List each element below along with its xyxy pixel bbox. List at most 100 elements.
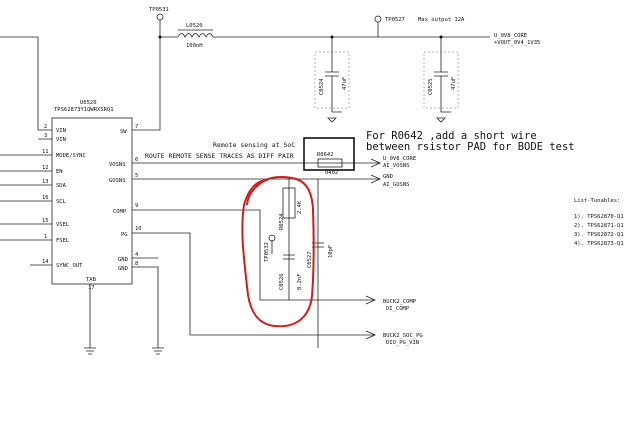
pin-name: COMP: [113, 209, 127, 215]
ic-tab-num: 17: [88, 285, 95, 291]
inductor-l0520: [177, 33, 214, 38]
pin-num: 11: [42, 149, 49, 155]
inductor-ref: L0520: [186, 23, 203, 29]
c0526-ref: C0526: [279, 273, 285, 290]
list-tunables-item: 3). TPS62872-Q1: [574, 232, 624, 238]
r0642-body: [317, 158, 343, 168]
gnd-symbol: [84, 347, 96, 355]
pin-num: 16: [42, 195, 49, 201]
gnd-symbol: [436, 117, 446, 123]
inductor-value: 100nH: [186, 43, 203, 49]
pin-name: GOSNS: [109, 178, 126, 184]
pin-name: GND: [118, 257, 128, 263]
vosns-arrow: [370, 158, 381, 168]
pin-num: 1: [44, 234, 47, 240]
pin-name: VOSNS: [109, 162, 126, 168]
r0642-highlight: [303, 137, 355, 171]
tp0532-symbol: [268, 234, 276, 242]
gnd-symbol: [152, 347, 164, 355]
r0642-ref: R0642: [317, 152, 334, 158]
right-pins: 7 SW 6 VOSNS 5 GOSNS 9 COMP 10 PG 4 GND …: [109, 124, 142, 272]
list-tunables-title: List-Tunables:: [574, 198, 620, 204]
bode-note-line2: between rsistor PAD for BODE test: [366, 141, 575, 153]
comp-arrow: [365, 295, 376, 305]
pin-name: VIN: [56, 128, 66, 134]
pin-num: 4: [135, 252, 139, 258]
di-comp-label: DI_COMP: [386, 306, 410, 312]
pin-num: 8: [135, 261, 138, 267]
r0524-ref: R0524: [279, 213, 285, 230]
vout-rail-label: +VOUT_0V4_1V35: [494, 40, 540, 46]
pin-name: GND: [118, 266, 128, 272]
pin-name: VIN: [56, 137, 66, 143]
ai-gosns-label: AI_GOSNS: [383, 182, 410, 188]
pin-num: 2: [44, 124, 47, 130]
c0527-value: 10pF: [328, 245, 334, 258]
red-annotation-circle: [241, 175, 315, 328]
left-pins: 2 VIN 3 VIN 11 MODE/SYNC 12 EN 13 SDA 16…: [0, 124, 86, 269]
pin-name: SW: [120, 129, 127, 135]
remote-sensing-note: Remote sensing at SoC: [213, 141, 295, 149]
pin-num: 5: [135, 173, 138, 179]
vcore-rail-label: U_0V8_CORE: [494, 33, 527, 39]
pg-net: [132, 232, 375, 336]
pin-name: MODE/SYNC: [56, 153, 86, 159]
ic-part: TPS62873Y1QWRXSRQ1: [54, 107, 114, 113]
gnd-symbol: [327, 117, 337, 123]
pin-name: VSEL: [56, 222, 70, 228]
cap-value: 47uF: [342, 77, 348, 90]
r0524-value: 2.4K: [297, 200, 303, 214]
cap-ref: C0524: [319, 78, 325, 95]
pin-num: 3: [44, 133, 47, 139]
comp-net: [132, 209, 375, 301]
list-tunables-item: 2). TPS62871-Q1: [574, 223, 624, 229]
gosns-arrow: [370, 174, 381, 184]
pin-name: SCL: [56, 199, 67, 205]
vcore-net-label: U_0V8_CORE: [383, 156, 416, 162]
tp0527-label: TP0527: [385, 17, 405, 23]
pin-num: 12: [42, 165, 49, 171]
cap-value: 47uF: [451, 77, 457, 90]
gnd-net-label: GND: [383, 174, 393, 180]
tp0532-label: TP0532: [264, 242, 270, 262]
pin-num: 13: [42, 179, 49, 185]
pin-num: 7: [135, 124, 138, 130]
pin-name: FSEL: [56, 238, 70, 244]
pin-num: 9: [135, 203, 138, 209]
pg-arrow: [365, 330, 376, 340]
pin-name: SDA: [56, 183, 67, 189]
max-output-label: Max output 12A: [418, 17, 465, 23]
ic-tab-label: TAB: [86, 277, 97, 283]
ic-ref: U0520: [80, 100, 97, 106]
sw-net: [132, 36, 178, 131]
c0526-plates: [283, 254, 295, 260]
pin-num: 15: [42, 218, 49, 224]
pin-name: EN: [56, 169, 63, 175]
comp-branches: [288, 179, 319, 300]
buck2-soc-pg-label: BUCK2_SOC_PG: [383, 333, 423, 339]
route-note: ROUTE REMOTE SENSE TRACES AS DIFF PAIR: [145, 152, 294, 160]
list-tunables-item: 1). TPS62870-Q1: [574, 214, 624, 220]
pin-num: 10: [135, 226, 142, 232]
cap-bank-c0525: C0525 47uF: [423, 35, 459, 113]
vin-wire: [0, 36, 52, 140]
gnd-pins-net: [132, 257, 159, 348]
cap-ref: C0525: [428, 78, 434, 95]
tp0531-label: TP0531: [149, 7, 169, 13]
cap-bank-c0524: C0524 47uF: [314, 35, 350, 113]
bode-note-line1: For R0642 ,add a short wire: [366, 130, 537, 142]
pin-num: 14: [42, 259, 49, 265]
r0642-value: 0402: [325, 170, 338, 176]
pin-num: 6: [135, 157, 138, 163]
c0527-ref: C0527: [307, 251, 313, 268]
tp0527-symbol: [374, 15, 382, 23]
r0524-body: [282, 187, 296, 219]
buck2-comp-label: BUCK2_COMP: [383, 299, 417, 305]
c0526-value: 8.2nF: [297, 273, 303, 290]
pin-name: SYNC_OUT: [56, 263, 83, 269]
pin-name: PG: [121, 232, 128, 238]
tp0531-symbol: [156, 13, 164, 21]
dio-pg-vin-label: DIO_PG_VIN: [386, 340, 419, 346]
ai-vosns-label: AI_VOSNS: [383, 163, 410, 169]
